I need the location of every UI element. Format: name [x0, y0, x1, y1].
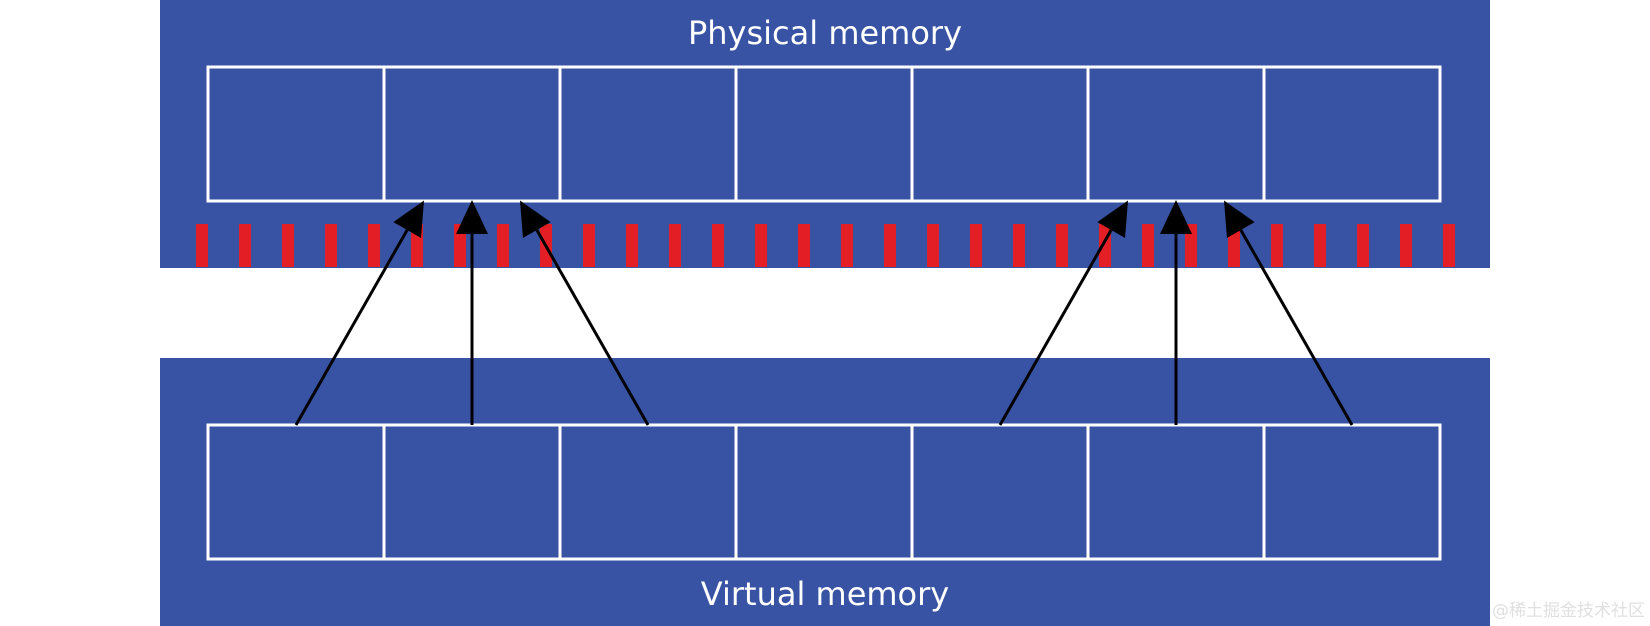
physical-memory-panel: [160, 0, 1490, 268]
physical-memory-title: Physical memory: [688, 14, 962, 52]
barrier-dash: [411, 224, 423, 267]
barrier-dash: [1185, 224, 1197, 267]
barrier-dash: [626, 224, 638, 267]
physical-memory-slot: [1262, 65, 1442, 203]
mapping-arrow: [294, 200, 424, 426]
barrier-dash: [712, 224, 724, 267]
barrier-dash: [583, 224, 595, 267]
page-table-barrier: [196, 224, 1455, 267]
barrier-dash: [927, 224, 939, 267]
barrier-dash: [970, 224, 982, 267]
mapping-arrow: [1224, 200, 1354, 426]
barrier-dash: [196, 224, 208, 267]
virtual-memory-title: Virtual memory: [701, 575, 949, 613]
mapping-arrow: [998, 200, 1128, 426]
barrier-dash: [325, 224, 337, 267]
mapping-arrows: [294, 200, 1354, 426]
barrier-dash: [798, 224, 810, 267]
barrier-dash: [884, 224, 896, 267]
barrier-dash: [1228, 224, 1240, 267]
barrier-dash: [454, 224, 466, 267]
watermark: @稀土掘金技术社区: [1492, 601, 1645, 621]
barrier-dash: [1400, 224, 1412, 267]
barrier-dash: [497, 224, 509, 267]
barrier-dash: [1357, 224, 1369, 267]
barrier-dash: [1443, 224, 1455, 267]
barrier-dash: [669, 224, 681, 267]
virtual-memory-panel: [160, 358, 1490, 626]
barrier-dash: [1142, 224, 1154, 267]
barrier-dash: [1314, 224, 1326, 267]
barrier-dash: [755, 224, 767, 267]
barrier-dash: [282, 224, 294, 267]
barrier-dash: [239, 224, 251, 267]
barrier-dash: [1013, 224, 1025, 267]
barrier-dash: [1271, 224, 1283, 267]
barrier-dash: [1056, 224, 1068, 267]
barrier-dash: [841, 224, 853, 267]
barrier-dash: [368, 224, 380, 267]
mapping-arrow: [520, 200, 650, 426]
virtual-memory-slots: [206, 423, 1442, 561]
